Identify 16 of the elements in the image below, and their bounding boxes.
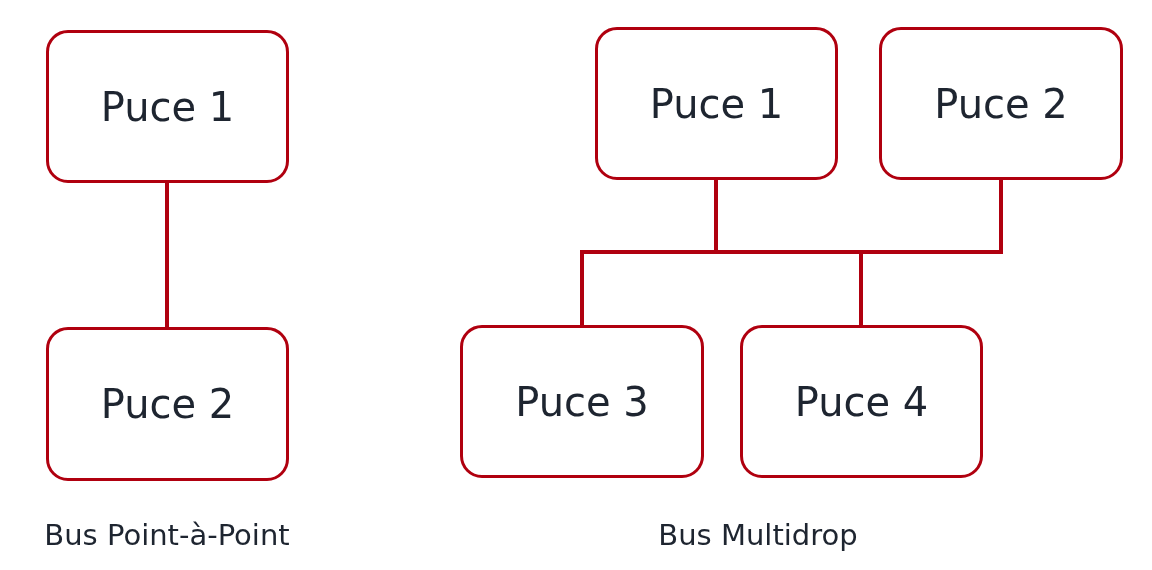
caption-text: Bus Multidrop [658,518,858,552]
chip-box [879,27,1123,180]
chip-box [46,327,289,481]
chip-label: Puce 4 [794,378,929,425]
chip-label: Puce 3 [515,378,649,425]
chip-label: Puce 1 [100,83,235,130]
chip-box [460,325,704,478]
bus-line [165,181,169,327]
chip-box [740,325,983,478]
bus-line [859,180,1003,325]
caption-text: Bus Point-à-Point [44,518,290,552]
chip-label: Puce 1 [649,80,784,127]
chip-box [46,30,289,183]
chip-label: Puce 2 [100,381,235,427]
chip-box [595,27,838,180]
chip-label: Puce 2 [934,80,1068,127]
